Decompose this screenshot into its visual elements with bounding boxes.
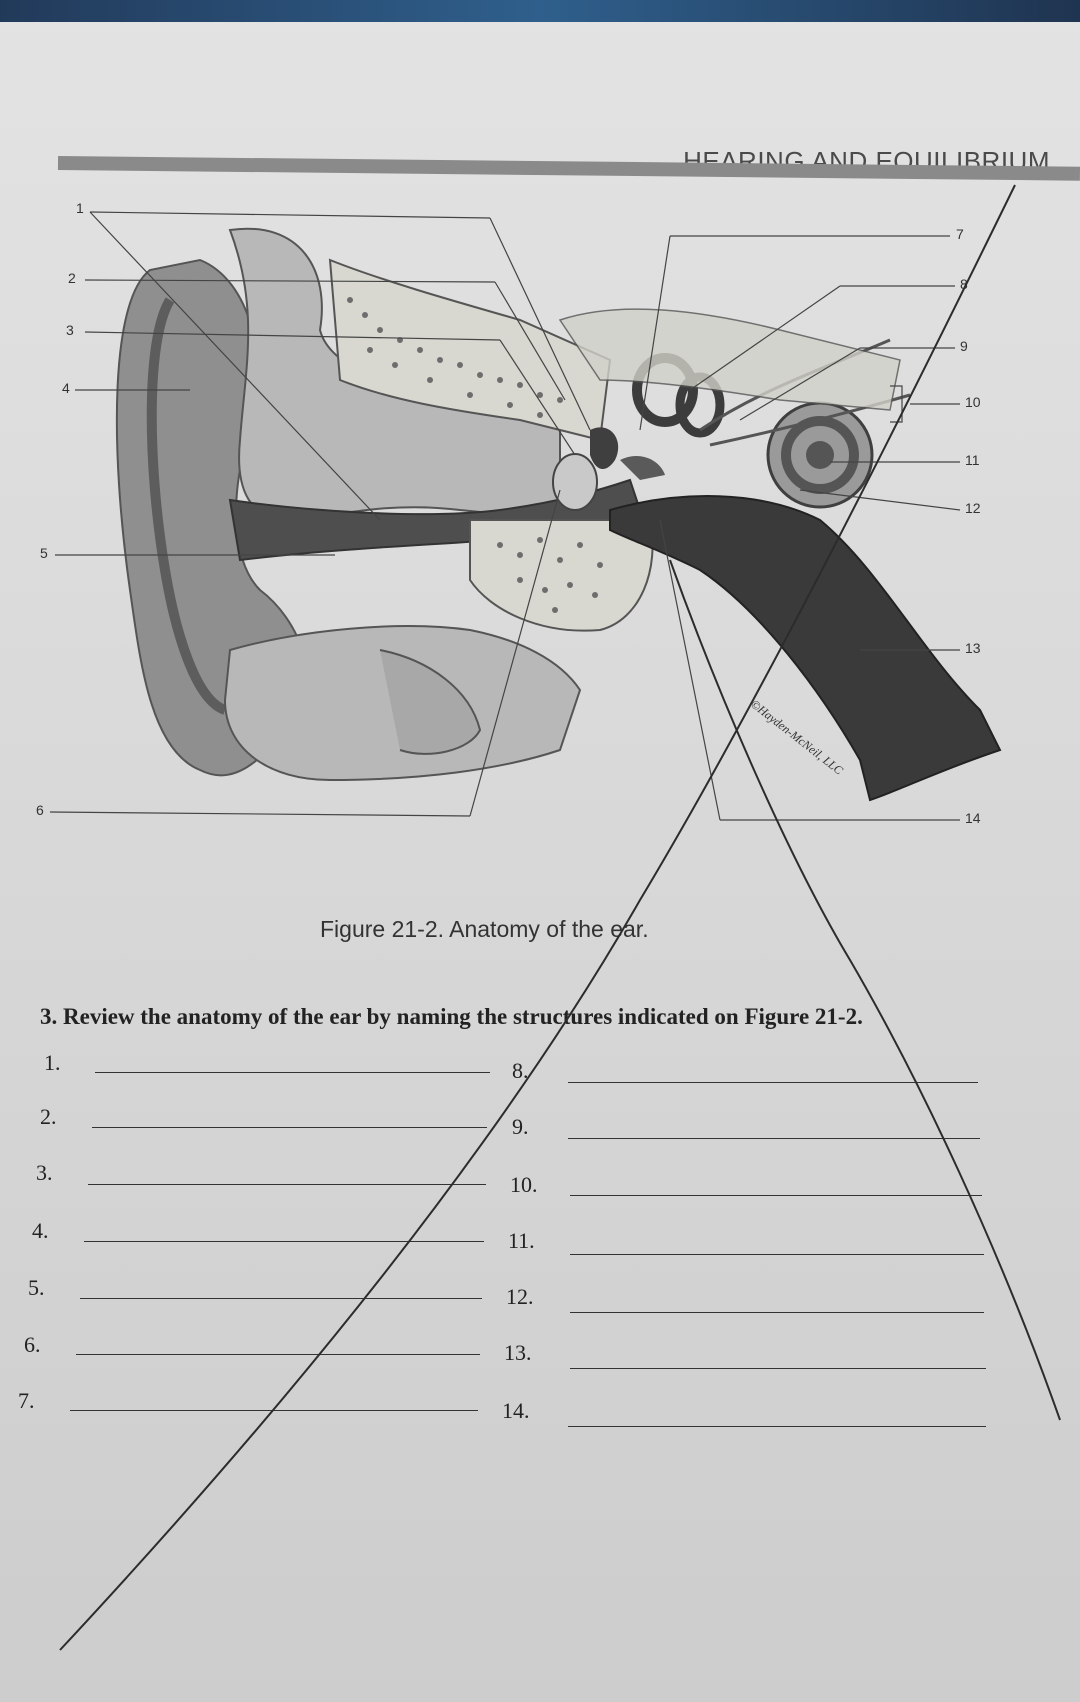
figure-caption: Figure 21-2. Anatomy of the ear.: [320, 916, 649, 942]
callout-4: 4: [62, 380, 70, 396]
answer-blank-5[interactable]: [80, 1298, 482, 1299]
answer-label-5: 5.: [28, 1275, 45, 1300]
answer-blank-1[interactable]: [95, 1072, 490, 1073]
answer-blank-3[interactable]: [88, 1184, 486, 1185]
answer-label-3: 3.: [36, 1160, 53, 1185]
answer-label-14: 14.: [502, 1398, 530, 1423]
callout-10: 10: [965, 394, 981, 410]
answer-blank-2[interactable]: [92, 1127, 487, 1128]
answer-blank-6[interactable]: [76, 1354, 480, 1355]
answer-label-11: 11.: [508, 1228, 535, 1253]
ear-anatomy-figure: 1 2 3 4 5 6 7 8 9 10 11 12 13 14: [0, 190, 1080, 910]
answer-blank-7[interactable]: [70, 1410, 478, 1411]
callout-7: 7: [956, 226, 964, 242]
answer-blank-13[interactable]: [570, 1368, 986, 1369]
answer-label-10: 10.: [510, 1172, 538, 1197]
answer-label-1: 1.: [44, 1050, 61, 1075]
answer-blank-10[interactable]: [570, 1195, 982, 1196]
callout-13: 13: [965, 640, 981, 656]
callout-2: 2: [68, 270, 76, 286]
callout-6: 6: [36, 802, 44, 818]
answer-label-6: 6.: [24, 1332, 41, 1357]
callout-3: 3: [66, 322, 74, 338]
answer-label-12: 12.: [506, 1284, 534, 1309]
answer-label-9: 9.: [512, 1114, 529, 1139]
callout-5: 5: [40, 545, 48, 561]
answer-blank-14[interactable]: [568, 1426, 986, 1427]
answer-blank-4[interactable]: [84, 1241, 484, 1242]
answer-blank-11[interactable]: [570, 1254, 984, 1255]
top-edge-strip: [0, 0, 1080, 22]
answer-label-13: 13.: [504, 1340, 532, 1365]
callout-9: 9: [960, 338, 968, 354]
answer-blank-8[interactable]: [568, 1082, 978, 1083]
callout-1: 1: [76, 200, 84, 216]
answer-blank-9[interactable]: [568, 1138, 980, 1139]
answer-blank-12[interactable]: [570, 1312, 984, 1313]
question-3-text: 3. Review the anatomy of the ear by nami…: [40, 1004, 863, 1029]
answer-label-8: 8.: [512, 1058, 529, 1083]
answer-label-7: 7.: [18, 1388, 35, 1413]
callout-14: 14: [965, 810, 981, 826]
answer-label-2: 2.: [40, 1104, 57, 1129]
callout-8: 8: [960, 276, 968, 292]
answer-label-4: 4.: [32, 1218, 49, 1243]
callout-12: 12: [965, 500, 981, 516]
ear-illustration: [49, 211, 1002, 821]
callout-11: 11: [965, 452, 980, 468]
